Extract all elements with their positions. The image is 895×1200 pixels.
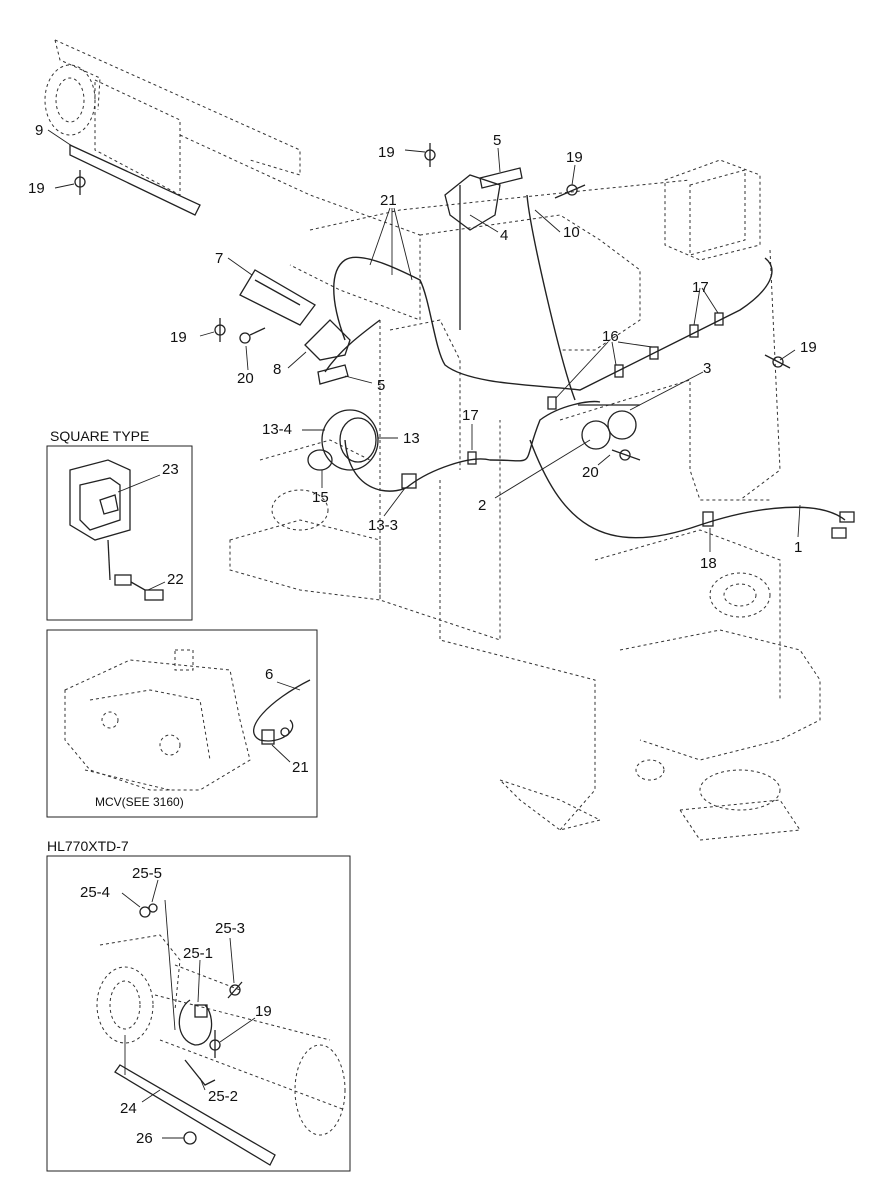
callout-15: 15 (312, 489, 329, 506)
bolt-19b (424, 143, 436, 167)
callout-21: 21 (292, 759, 309, 776)
callout-5: 5 (493, 132, 501, 149)
inset-square-type: SQUARE TYPE 23 22 (46, 428, 193, 621)
part-3-clamp (578, 404, 640, 450)
callout-13-4: 13-4 (262, 421, 292, 438)
bolt-19a (74, 170, 86, 195)
callout-25-2: 25-2 (208, 1088, 238, 1105)
cable-clips (401, 312, 724, 527)
callout-13-3: 13-3 (368, 517, 398, 534)
connector-part-1 (831, 511, 855, 539)
mcv-caption: MCV(SEE 3160) (95, 795, 184, 809)
part-8-bracket (304, 319, 351, 361)
callout-23: 23 (162, 461, 179, 478)
inset-title-hl770xtd-7: HL770XTD-7 (47, 838, 129, 854)
bolt-19c (554, 184, 586, 199)
callout-19: 19 (378, 144, 395, 161)
callout-21: 21 (380, 192, 397, 209)
callout-25-3: 25-3 (215, 920, 245, 937)
part-7-bracket (239, 269, 316, 326)
callout-labels: 9 19 19 5 19 21 4 10 7 17 19 20 8 16 19 … (28, 122, 817, 572)
bolt-19e (764, 354, 791, 369)
callout-16: 16 (602, 328, 619, 345)
callout-22: 22 (167, 571, 184, 588)
machine-frame-outline (44, 39, 821, 841)
callout-25-4: 25-4 (80, 884, 110, 901)
callout-20: 20 (237, 370, 254, 387)
callout-26: 26 (136, 1130, 153, 1147)
callout-17: 17 (462, 407, 479, 424)
bolts-19d-20a (214, 318, 266, 344)
callout-25-5: 25-5 (132, 865, 162, 882)
callout-20: 20 (582, 464, 599, 481)
callout-19: 19 (255, 1003, 272, 1020)
inset-hl770xtd-7: HL770XTD-7 (46, 838, 351, 1172)
callout-10: 10 (563, 224, 580, 241)
callout-24: 24 (120, 1100, 137, 1117)
callout-6: 6 (265, 666, 273, 683)
callout-19: 19 (28, 180, 45, 197)
callout-1: 1 (794, 539, 802, 556)
callout-4: 4 (500, 227, 508, 244)
callout-3: 3 (703, 360, 711, 377)
inset-title-square-type: SQUARE TYPE (50, 428, 149, 444)
callout-19: 19 (800, 339, 817, 356)
inset-mcv: 6 21 MCV(SEE 3160) (46, 629, 318, 818)
part-9-bar (69, 143, 201, 216)
callout-17: 17 (692, 279, 709, 296)
callout-7: 7 (215, 250, 223, 267)
callout-9: 9 (35, 122, 43, 139)
callout-8: 8 (273, 361, 281, 378)
leader-lines (47, 129, 801, 552)
callout-5: 5 (377, 377, 385, 394)
callout-25-1: 25-1 (183, 945, 213, 962)
part-4-bracket (444, 174, 501, 330)
callout-19: 19 (170, 329, 187, 346)
callout-18: 18 (700, 555, 717, 572)
callout-2: 2 (478, 497, 486, 514)
part-5-sensor-lower (317, 364, 349, 385)
part-5-sensor-top (479, 167, 523, 189)
callout-13: 13 (403, 430, 420, 447)
wiring-harness (324, 194, 846, 539)
callout-19: 19 (566, 149, 583, 166)
bolt-20b (611, 449, 641, 461)
part-13-horn (307, 409, 379, 471)
